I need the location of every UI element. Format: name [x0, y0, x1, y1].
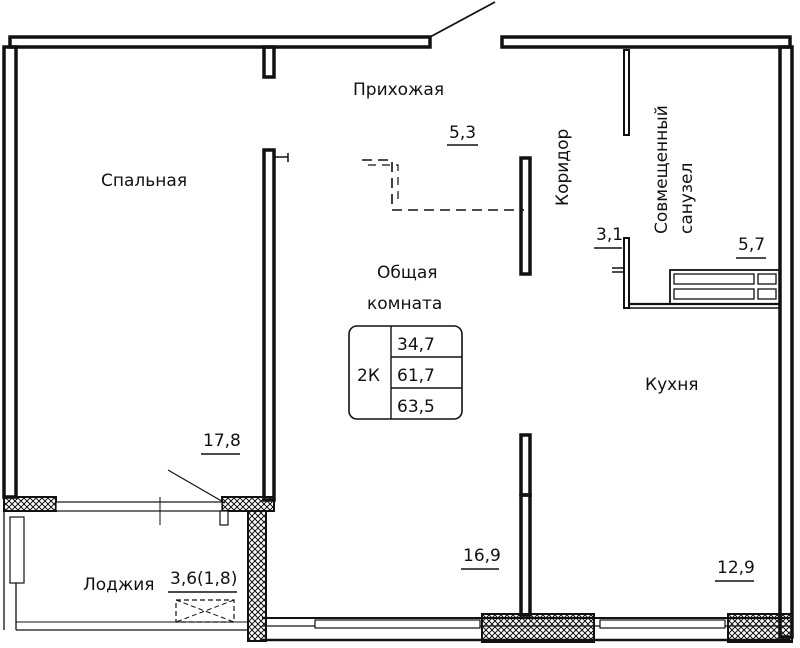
corridor-partition	[519, 156, 532, 276]
living-area-value: 34,7	[397, 335, 435, 355]
living-area: 16,9	[463, 546, 501, 566]
bottom-windows	[314, 619, 726, 629]
bedroom-partition-top	[262, 45, 276, 79]
area-summary-box: 2К 34,7 61,7 63,5	[348, 325, 463, 420]
kitchen-area: 12,9	[717, 558, 755, 578]
right-wall	[778, 45, 794, 639]
kitchen-label: Кухня	[645, 375, 699, 395]
bedroom-label: Спальная	[101, 171, 187, 191]
left-wall	[2, 45, 18, 499]
bottom-hatch-right	[727, 613, 793, 643]
loggia	[3, 469, 793, 643]
loggia-area: 3,6(1,8)	[170, 569, 237, 589]
hallway-area: 5,3	[449, 123, 476, 143]
total-area-value: 61,7	[397, 366, 435, 386]
loggia-window-left	[9, 516, 25, 584]
apartment-type: 2К	[357, 366, 380, 386]
bathroom-wall-lower	[623, 237, 630, 309]
top-wall-right	[500, 35, 792, 49]
loggia-wall-right	[247, 510, 267, 642]
living-label-line1: Общая	[377, 263, 438, 283]
bathroom-label-line1: Совмещенный	[652, 105, 672, 234]
total-with-loggia-value: 63,5	[397, 397, 435, 417]
kitchen-partition-top	[519, 433, 532, 497]
loggia-storage	[175, 599, 235, 623]
loggia-wall-right-top	[221, 496, 275, 512]
room-labels: Прихожая 5,3 Коридор 3,1 Совмещенный сан…	[83, 80, 766, 595]
loggia-window-top	[55, 501, 223, 512]
living-label-line2: комната	[367, 294, 442, 314]
loggia-wall-left-top	[3, 496, 57, 512]
bathroom-label-line2: санузел	[677, 163, 697, 234]
kitchen-partition	[519, 493, 532, 617]
bath-fixture	[669, 269, 781, 305]
bathroom-wall-upper	[623, 49, 630, 136]
corridor-area: 3,1	[596, 225, 623, 245]
bathroom-area: 5,7	[738, 235, 765, 255]
top-wall-left	[8, 35, 432, 49]
hallway-label: Прихожая	[353, 80, 444, 100]
entrance-door	[429, 1, 496, 38]
bottom-hatch-middle	[481, 613, 595, 643]
bedroom-partition	[262, 148, 276, 502]
interior-walls	[262, 45, 780, 617]
bedroom-area: 17,8	[203, 431, 241, 451]
dashed-outline	[362, 159, 524, 211]
loggia-label: Лоджия	[83, 575, 155, 595]
corridor-label: Коридор	[553, 129, 573, 206]
